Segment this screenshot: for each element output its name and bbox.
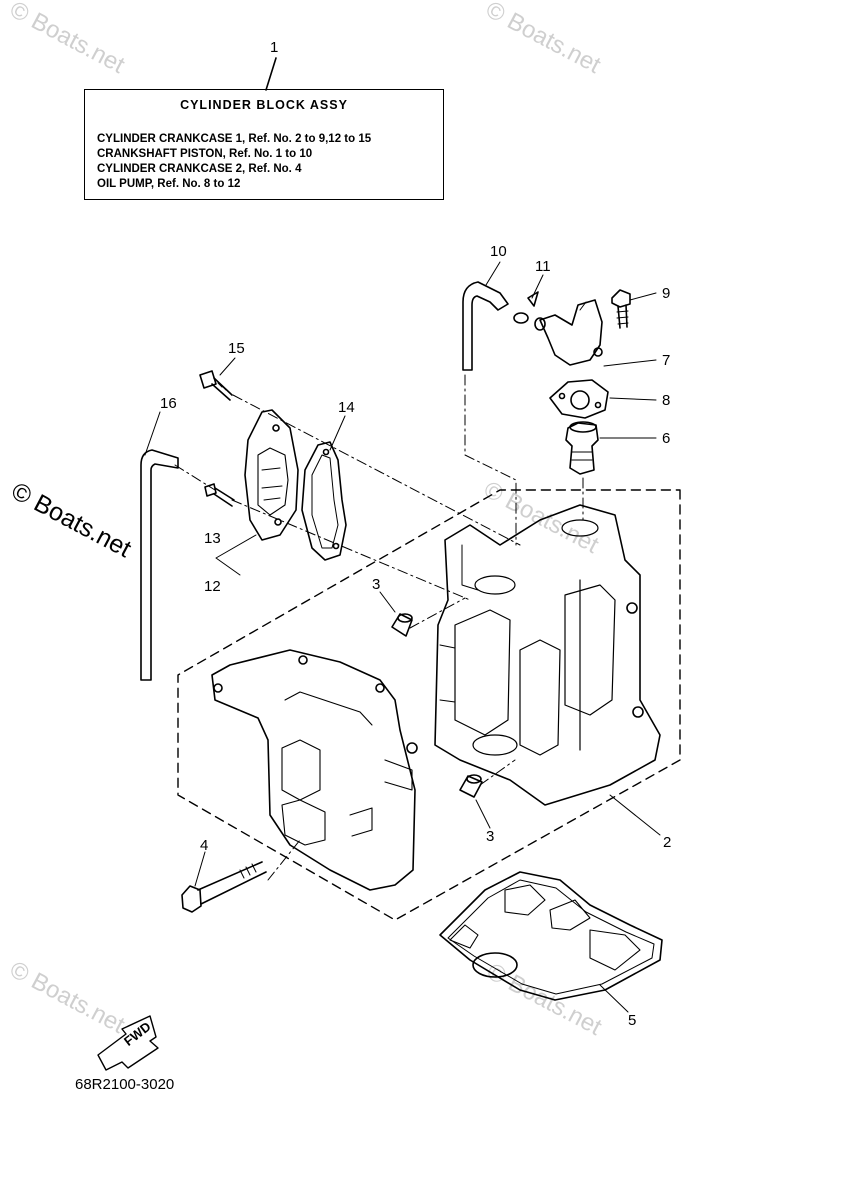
callout-13: 13 — [204, 530, 221, 547]
leader-line-15 — [219, 357, 236, 376]
callout-15: 15 — [228, 340, 245, 357]
valve-6 — [565, 421, 599, 475]
callout-9: 9 — [662, 285, 671, 302]
cylinder-block-2 — [434, 504, 661, 806]
callout-8: 8 — [662, 392, 671, 409]
leader-line-3-lower — [475, 799, 491, 829]
pump-housing-7 — [534, 299, 603, 366]
dowel-3-upper — [391, 613, 413, 637]
leader-line-14 — [329, 415, 346, 451]
leader-line-7 — [603, 359, 657, 367]
callout-11: 11 — [535, 258, 551, 275]
legend-line: CRANKSHAFT PISTON, Ref. No. 1 to 10 — [97, 148, 313, 160]
fwd-arrow-icon — [97, 1015, 159, 1071]
bolt-9 — [611, 289, 631, 329]
callout-4: 4 — [200, 837, 209, 854]
leader-line-16 — [144, 411, 161, 456]
crankcase-4 — [211, 649, 418, 891]
legend-line: OIL PUMP, Ref. No. 8 to 12 — [97, 178, 241, 190]
clip-11 — [513, 291, 539, 324]
callout-5: 5 — [628, 1012, 637, 1029]
leader-line-11 — [531, 274, 544, 299]
leader-line-5 — [599, 984, 629, 1013]
leader-line-8 — [609, 397, 657, 401]
leader-line-9 — [629, 292, 657, 301]
leader-line-3-upper — [379, 591, 396, 613]
dowel-3-lower — [459, 774, 483, 798]
bolt-15 — [199, 370, 233, 401]
callout-3-lower: 3 — [486, 828, 495, 845]
leader-line-4 — [194, 851, 206, 887]
callout-3-upper: 3 — [372, 576, 381, 593]
callout-16: 16 — [160, 395, 177, 412]
bolt-13 — [204, 483, 235, 507]
callout-2: 2 — [663, 834, 672, 851]
callout-6: 6 — [662, 430, 671, 447]
assembly-dashed-outline — [177, 489, 681, 921]
legend-lines: CYLINDER CRANKCASE 1, Ref. No. 2 to 9,12… — [97, 132, 371, 192]
callout-12: 12 — [204, 578, 221, 595]
bolt-4 — [181, 861, 267, 913]
callout-7: 7 — [662, 352, 671, 369]
gasket-14 — [301, 441, 347, 561]
alignment-lines — [174, 374, 584, 881]
part-code: 68R2100-3020 — [75, 1076, 175, 1093]
gasket-5 — [439, 871, 663, 1001]
callout-1: 1 — [270, 39, 279, 56]
leader-line-12 — [215, 534, 257, 576]
cover-12 — [244, 409, 299, 541]
legend-line: CYLINDER CRANKCASE 1, Ref. No. 2 to 9,12… — [97, 133, 372, 145]
legend-title: CYLINDER BLOCK ASSY — [180, 98, 348, 112]
callout-14: 14 — [338, 399, 355, 416]
legend-line: CYLINDER CRANKCASE 2, Ref. No. 4 — [97, 163, 302, 175]
gasket-8 — [549, 379, 609, 419]
hose-16 — [140, 449, 179, 681]
leader-line-10 — [485, 261, 501, 286]
leader-line-2 — [609, 794, 661, 836]
callout-10: 10 — [490, 243, 507, 260]
hose-10 — [462, 281, 509, 371]
legend-box: CYLINDER BLOCK ASSY CYLINDER CRANKCASE 1… — [84, 89, 444, 200]
leader-line-1 — [265, 57, 277, 91]
